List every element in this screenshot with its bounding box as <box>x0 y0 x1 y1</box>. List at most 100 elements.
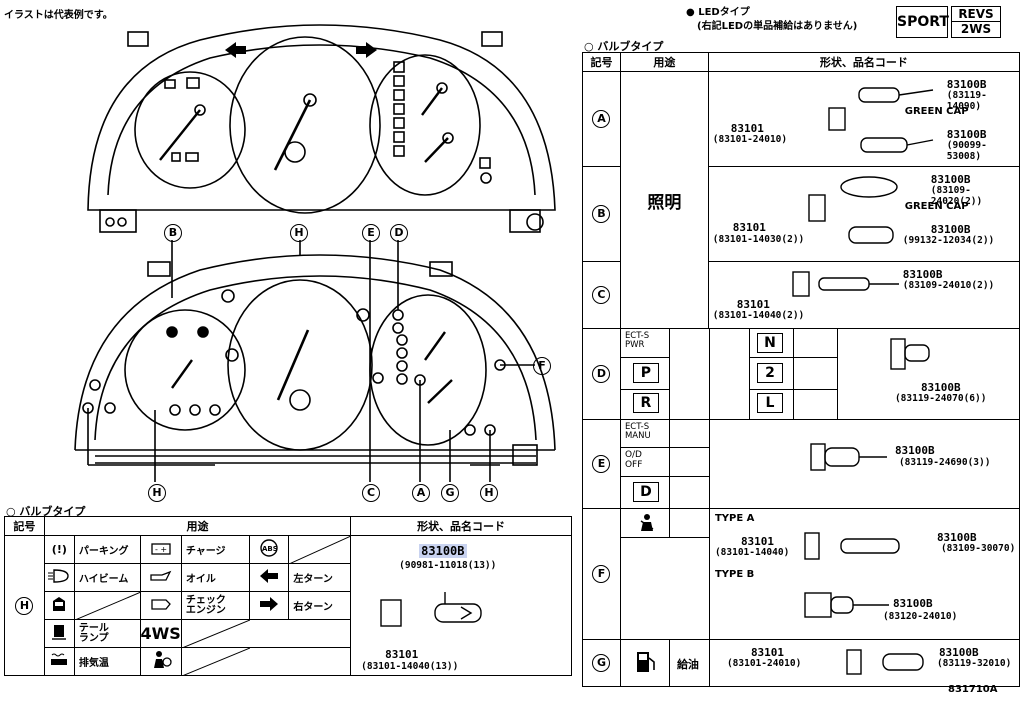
left-turn-label: 左ターン <box>288 563 352 592</box>
row-f-bulb-a-code: (83109-30070) <box>940 543 1016 554</box>
row-f-type-a: TYPE A <box>714 513 755 524</box>
blank-cell-4 <box>180 647 352 676</box>
row-e-bulb-icon <box>810 443 887 471</box>
tail-lamp-icon <box>43 619 75 648</box>
charge-label: チャージ <box>180 535 250 564</box>
fws-label: 4WS <box>139 619 182 648</box>
row-a-mark: A <box>592 110 611 128</box>
airbag-icon <box>139 647 182 676</box>
cluster-front-illustration <box>87 24 556 233</box>
callout-g: G <box>441 484 459 502</box>
row-a-bulb1-part: 83100B <box>946 78 987 91</box>
row-b-bulb-icons <box>808 176 898 244</box>
parking-icon: (!) <box>43 535 75 564</box>
callout-d: D <box>390 224 408 242</box>
bottom-bulb-icons <box>380 592 482 627</box>
bottom-col-mark: 記号 <box>4 516 45 536</box>
bottom-col-usage: 用途 <box>43 516 352 536</box>
check-engine-icon <box>139 591 182 620</box>
blank-cell-1 <box>288 535 352 564</box>
row-d-key-r: R <box>632 393 659 413</box>
bottom-shape-cell: 83100B (90981-11018(13)) 83101 (83101-14… <box>350 535 572 676</box>
row-d-mark: D <box>592 365 611 383</box>
row-b-bulb1-note: GREEN CAP <box>904 201 969 212</box>
exhaust-temp-label: 排気温 <box>73 647 141 676</box>
fuel-icon <box>636 652 655 672</box>
led-revs-box: REVS 2WS <box>951 6 1001 38</box>
callout-h-right: H <box>480 484 498 502</box>
row-e-mark: E <box>592 455 611 473</box>
led-sport-box: SPORT <box>896 6 949 38</box>
row-e-od-1: O/D <box>624 450 642 460</box>
blank-cell-3 <box>180 619 352 648</box>
row-b-mark-cell: B <box>582 166 621 262</box>
row-a-holder-code: (83101-24010) <box>712 134 788 145</box>
oil-icon <box>139 563 182 592</box>
bottom-bulb-part: 83100B <box>419 544 467 558</box>
row-a-shape-cell: 83100B (83119-14090) GREEN CAP 83101 (83… <box>707 71 1021 167</box>
row-a-bulb2-part: 83100B <box>946 128 987 141</box>
bottom-table-title: ○ バルブタイプ <box>6 505 86 518</box>
bottom-bulb-code: (90981-11018(13)) <box>399 560 497 571</box>
bottom-mark: H <box>15 596 34 615</box>
row-d-bulb-icon <box>890 338 930 370</box>
charge-icon: - + <box>139 535 182 564</box>
svg-text:- +: - + <box>155 545 167 554</box>
tail-lamp-line2: ランプ <box>78 632 109 644</box>
row-c-shape-cell: 83100B (83109-24010(2)) 83101 (83101-140… <box>707 261 1021 329</box>
row-g-mark: G <box>592 654 611 672</box>
row-c-mark: C <box>592 286 611 304</box>
row-e-od-label: O/D OFF <box>625 450 642 470</box>
bottom-mark-cell: H <box>4 535 45 676</box>
row-e-key-d: D <box>632 482 659 502</box>
callout-h-left: H <box>148 484 166 502</box>
callout-c: C <box>362 484 380 502</box>
row-f-cell: TYPE A 83100B (83109-30070) 83101 (83101… <box>619 508 1021 640</box>
led-note: (右記LEDの単品補給はありません) <box>697 21 858 32</box>
row-d-label-2: PWR <box>624 340 645 350</box>
seatbelt-icon <box>640 514 654 531</box>
row-d-key-2: 2 <box>756 363 783 383</box>
cluster-rear-illustration <box>74 240 556 482</box>
row-a-mark-cell: A <box>582 71 621 167</box>
row-d-label: ECT-S PWR <box>625 332 649 350</box>
right-col-shape: 形状、品名コード <box>707 52 1021 72</box>
illustration-note: イラストは代表例です。 <box>4 10 113 21</box>
row-d-bulb-code: (83119-24070(6)) <box>894 393 987 404</box>
tail-lamp-label: テール ランプ <box>73 619 141 648</box>
row-b-mark: B <box>592 205 611 223</box>
row-e-label-2: MANU <box>624 431 651 441</box>
row-g-holder-part: 83101 <box>750 646 785 659</box>
row-e-bulb-code: (83119-24690(3)) <box>898 457 991 468</box>
row-f-mark: F <box>592 565 611 583</box>
tail-lamp-line1: テール <box>78 622 109 634</box>
row-f-type-b: TYPE B <box>714 569 755 580</box>
row-f-holder-part: 83101 <box>740 535 775 548</box>
row-c-mark-cell: C <box>582 261 621 329</box>
check-engine-line2: エンジン <box>185 604 226 616</box>
parking-label: パーキング <box>73 535 141 564</box>
row-e-bulb-part: 83100B <box>894 444 935 457</box>
row-g-usage: 給油 <box>676 658 699 671</box>
callout-e: E <box>362 224 380 242</box>
led-revs-line1: REVS <box>958 7 994 21</box>
row-g-cell: 給油 83101 (83101-24010) 83100B (83119-320… <box>619 639 1021 687</box>
callout-b: B <box>164 224 182 242</box>
row-e-label: ECT-S MANU <box>625 423 651 441</box>
row-e-mark-cell: E <box>582 419 621 509</box>
row-a-bulb1-note: GREEN CAP <box>904 106 969 117</box>
right-table-title: ○ バルブタイプ <box>584 40 664 53</box>
led-type-label: ● LEDタイプ <box>686 7 750 18</box>
row-e-cell: ECT-S MANU O/D OFF D 83100B (83119-24690… <box>619 419 1021 509</box>
row-e-label-1: ECT-S <box>624 422 650 432</box>
bottom-holder-part: 83101 <box>385 648 419 661</box>
row-f-bulb-icons <box>804 532 900 618</box>
row-d-key-n: N <box>756 333 783 353</box>
highbeam-icon <box>43 563 75 592</box>
row-f-mark-cell: F <box>582 508 621 640</box>
row-f-bulb-a-part: 83100B <box>936 531 977 544</box>
row-f-bulb-b-code: (83120-24010) <box>882 611 958 622</box>
callout-f: F <box>533 357 551 375</box>
row-c-bulb-icons <box>792 271 899 297</box>
row-b-bulb2-code: (99132-12034(2)) <box>902 235 995 246</box>
